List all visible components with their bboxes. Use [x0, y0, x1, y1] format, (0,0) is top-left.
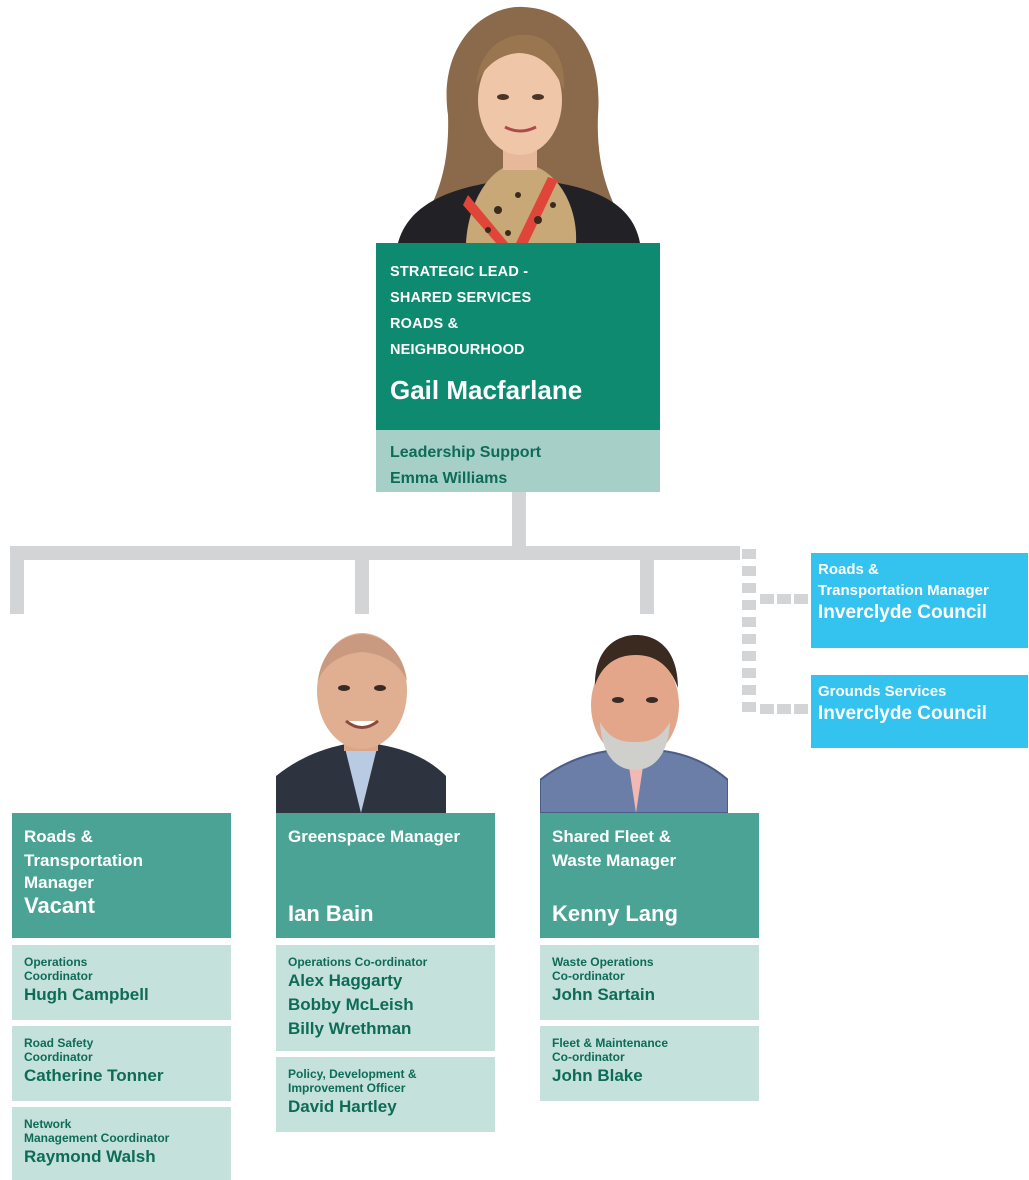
- manager-title-line: Transportation: [24, 851, 144, 870]
- manager-title-line: Shared Fleet &: [552, 827, 672, 846]
- lead-photo: [388, 5, 650, 243]
- report-name: Alex Haggarty: [288, 971, 403, 990]
- connector-drop-roads: [10, 546, 24, 614]
- external-role-line: Transportation Manager: [818, 582, 989, 599]
- report-role-line: Coordinator: [24, 1050, 93, 1064]
- lead-name: Gail Macfarlane: [390, 375, 583, 405]
- manager-title-line: Manager: [24, 873, 94, 892]
- report-role-line: Waste Operations: [552, 955, 654, 969]
- connector-lead-down: [512, 492, 526, 550]
- report-name: Bobby McLeish: [288, 995, 414, 1014]
- manager-title-line: Roads &: [24, 827, 93, 846]
- report-role-line: Road Safety: [24, 1036, 94, 1050]
- report-box: Network Management Coordinator Raymond W…: [12, 1107, 231, 1180]
- report-role-line: Fleet & Maintenance: [552, 1036, 669, 1050]
- report-box: Policy, Development & Improvement Office…: [276, 1057, 495, 1132]
- manager-box-fleet-waste: Shared Fleet & Waste Manager Kenny Lang: [540, 813, 759, 938]
- report-role-line: Operations: [24, 955, 88, 969]
- report-role-line: Network: [24, 1117, 72, 1131]
- report-role-line: Coordinator: [24, 969, 93, 983]
- lead-title-line: NEIGHBOURHOOD: [390, 342, 525, 358]
- manager-box-roads: Roads & Transportation Manager Vacant: [12, 813, 231, 938]
- report-role-line: Operations Co-ordinator: [288, 955, 428, 969]
- external-box-roads: Roads & Transportation Manager Inverclyd…: [811, 553, 1028, 648]
- report-role-line: Improvement Officer: [288, 1081, 406, 1095]
- manager-title-line: Waste Manager: [552, 851, 677, 870]
- lead-title-line: STRATEGIC LEAD -: [390, 264, 529, 280]
- manager-name: Ian Bain: [288, 901, 374, 926]
- manager-name: Kenny Lang: [552, 901, 678, 926]
- support-name: Emma Williams: [390, 470, 508, 487]
- report-box: Fleet & Maintenance Co-ordinator John Bl…: [540, 1026, 759, 1101]
- external-box-grounds: Grounds Services Inverclyde Council: [811, 675, 1028, 748]
- lead-title-line: SHARED SERVICES: [390, 290, 532, 306]
- report-role-line: Policy, Development &: [288, 1067, 417, 1081]
- report-role-line: Co-ordinator: [552, 1050, 625, 1064]
- manager-photo-ian: [276, 626, 446, 813]
- report-box: Operations Coordinator Hugh Campbell: [12, 945, 231, 1020]
- connector-drop-fleet: [640, 546, 654, 614]
- manager-box-greenspace: Greenspace Manager Ian Bain: [276, 813, 495, 938]
- report-box: Waste Operations Co-ordinator John Sarta…: [540, 945, 759, 1020]
- support-role: Leadership Support: [390, 444, 542, 461]
- report-box: Road Safety Coordinator Catherine Tonner: [12, 1026, 231, 1101]
- connector-horizontal-main: [10, 546, 740, 560]
- external-role-line: Roads &: [818, 561, 879, 578]
- report-name: David Hartley: [288, 1097, 397, 1116]
- report-name: John Sartain: [552, 985, 655, 1004]
- report-role-line: Co-ordinator: [552, 969, 625, 983]
- report-name: Catherine Tonner: [24, 1066, 164, 1085]
- external-org: Inverclyde Council: [818, 602, 987, 623]
- leadership-support-box: Leadership Support Emma Williams: [376, 430, 660, 492]
- report-name: Hugh Campbell: [24, 985, 149, 1004]
- report-name: Billy Wrethman: [288, 1019, 412, 1038]
- lead-title-line: ROADS &: [390, 316, 459, 332]
- report-role-line: Management Coordinator: [24, 1131, 170, 1145]
- report-name: John Blake: [552, 1066, 643, 1085]
- connector-drop-greenspace: [355, 546, 369, 614]
- external-role-line: Grounds Services: [818, 683, 947, 700]
- manager-photo-kenny: [540, 630, 728, 813]
- report-name: Raymond Walsh: [24, 1147, 156, 1166]
- lead-title-box: STRATEGIC LEAD - SHARED SERVICES ROADS &…: [376, 243, 660, 430]
- manager-name: Vacant: [24, 893, 95, 918]
- external-org: Inverclyde Council: [818, 703, 987, 724]
- report-box: Operations Co-ordinator Alex Haggarty Bo…: [276, 945, 495, 1051]
- manager-title-line: Greenspace Manager: [288, 827, 460, 846]
